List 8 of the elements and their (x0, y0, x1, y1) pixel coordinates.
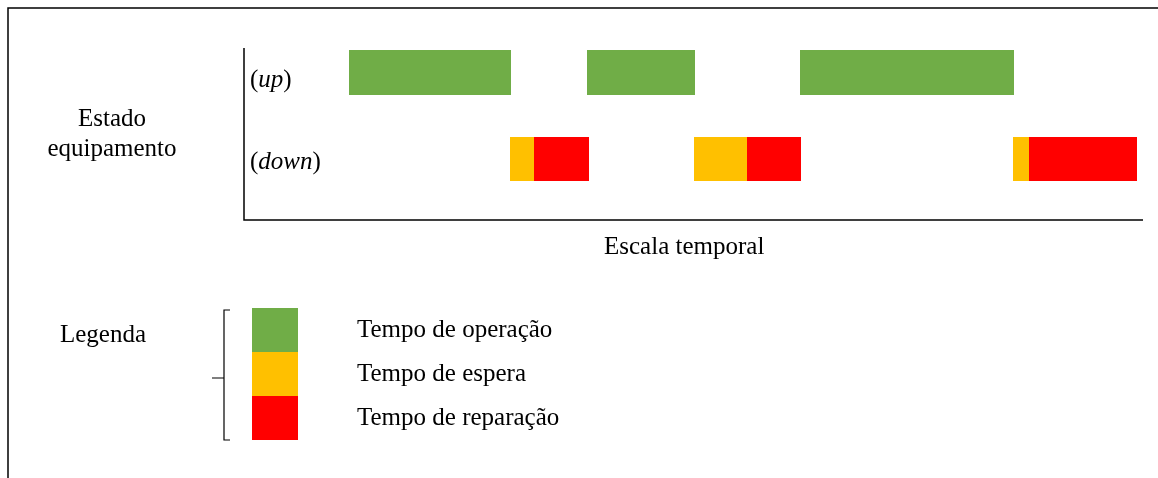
legend-label: Tempo de espera (357, 358, 526, 388)
axis-title: Estado equipamento (46, 103, 178, 163)
legend-label: Tempo de reparação (357, 402, 560, 432)
axis-title: Escala temporal (604, 231, 765, 261)
legend-title: Legenda (60, 319, 147, 349)
legend-label: Tempo de operação (357, 314, 553, 344)
state-label: (up) (250, 64, 292, 94)
state-label: (down) (250, 146, 321, 176)
